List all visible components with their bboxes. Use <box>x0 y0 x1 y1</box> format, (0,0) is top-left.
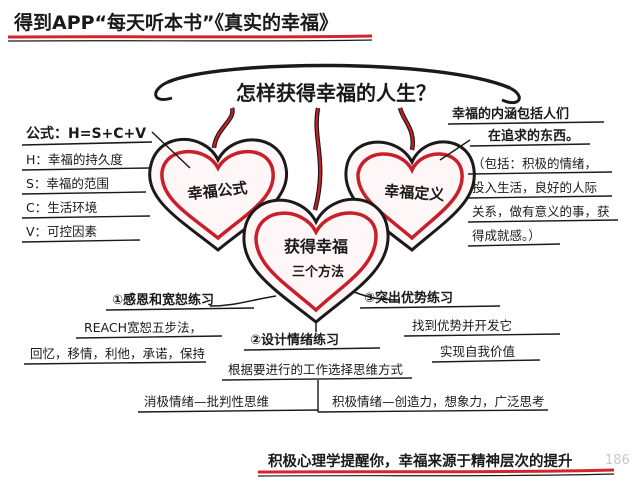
method-2-right-underline <box>317 409 549 413</box>
heart-right-label: 幸福定义 <box>384 182 445 204</box>
question-banner: 怎样获得幸福的人生？ <box>154 63 521 105</box>
conclusion: 积极心理学提醒你，幸福来源于精神层次的提升 <box>257 452 615 477</box>
formula-item-c: C：生活环境 <box>26 200 97 215</box>
formula-item-h-underline <box>21 167 151 171</box>
definition-line-6: 得成就感。） <box>472 228 541 243</box>
method-1-line-1-underline <box>75 335 223 339</box>
formula-item-v-underline <box>21 239 141 243</box>
definition-line-6-underline <box>467 243 561 247</box>
definition-line-1: 幸福的内涵包括人们 <box>452 106 569 122</box>
header: 得到APP“每天听本书”《真实的幸福》 <box>7 11 373 42</box>
definition-line-2-underline <box>469 143 591 147</box>
heart-center-label-1: 获得幸福 <box>284 237 348 256</box>
method-3-connector <box>353 291 401 301</box>
string-right-red <box>398 107 414 151</box>
central-question: 怎样获得幸福的人生？ <box>236 81 436 105</box>
method-3-line-1: 找到优势并开发它 <box>412 318 512 333</box>
method-1-title-underline <box>105 307 255 311</box>
formula-title-underline <box>21 141 153 146</box>
header-title: 得到APP“每天听本书”《真实的幸福》 <box>13 11 338 34</box>
formula-item-c-underline <box>21 215 151 219</box>
watermark: 186 <box>605 453 630 468</box>
method-2: ②设计情绪练习 根据要进行的工作选择思维方式 消极情绪—批判性思维 积极情绪—创… <box>137 320 549 413</box>
heart-strings <box>211 107 416 211</box>
definition-line-4-underline <box>467 195 613 199</box>
formula-panel: 公式：H=S+C+V H：幸福的持久度 S：幸福的范围 C：生活环境 V：可控因… <box>21 125 191 243</box>
definition-line-3: （包括：积极的情绪， <box>472 156 597 171</box>
conclusion-underline-red <box>257 468 615 474</box>
method-3-title: ③突出优势练习 <box>364 290 453 306</box>
heart-left-inner <box>160 149 275 241</box>
definition-connector <box>439 139 471 161</box>
definition-line-4: 投入生活，良好的人际 <box>472 180 597 195</box>
method-1-line-2: 回忆，移情，利他，承诺，保持 <box>30 346 205 361</box>
method-2-title: ②设计情绪练习 <box>250 332 339 348</box>
header-underline <box>7 34 373 39</box>
method-2-line-1-underline <box>221 377 413 381</box>
method-2-line-1: 根据要进行的工作选择思维方式 <box>228 362 404 377</box>
formula-item-s: S：幸福的范围 <box>26 176 109 191</box>
banner-arc <box>167 63 511 90</box>
header-underline-2 <box>7 39 373 42</box>
method-1-line-1: REACH宽恕五步法， <box>84 320 202 335</box>
method-2-right: 积极情绪—创造力，想象力，广泛思考 <box>332 394 545 409</box>
definition-line-1-underline <box>447 121 605 125</box>
formula-title: 公式：H=S+C+V <box>26 125 146 142</box>
conclusion-text: 积极心理学提醒你，幸福来源于精神层次的提升 <box>268 452 573 470</box>
method-1-line-2-underline <box>23 361 207 365</box>
conclusion-underline-black <box>257 473 615 477</box>
definition-panel: 幸福的内涵包括人们 在追求的东西。 （包括：积极的情绪， 投入生活，良好的人际 … <box>439 106 619 247</box>
heart-center-label-2: 三个方法 <box>292 264 344 280</box>
heart-center: 获得幸福 三个方法 <box>242 198 390 324</box>
banner-left-curl <box>154 80 173 101</box>
banner-right-curl <box>501 86 521 105</box>
method-2-left: 消极情绪—批判性思维 <box>144 394 269 409</box>
string-center-red <box>313 107 322 211</box>
formula-item-s-underline <box>21 191 147 195</box>
method-3-line-2: 实现自我价值 <box>440 344 515 359</box>
method-3-line-1-underline <box>403 333 561 337</box>
string-left-red <box>212 107 234 149</box>
method-3-line-2-underline <box>431 359 541 363</box>
method-1-title: ①感恩和宽恕练习 <box>112 292 214 308</box>
heart-center-inner <box>254 211 378 313</box>
heart-right-inner <box>356 152 464 241</box>
method-3: ③突出优势练习 找到优势并开发它 实现自我价值 <box>353 290 561 363</box>
method-2-title-underline <box>243 347 381 351</box>
definition-line-5-underline <box>467 219 619 223</box>
formula-item-v: V：可控因素 <box>26 224 97 239</box>
formula-item-h: H：幸福的持久度 <box>26 152 123 167</box>
method-1-connector <box>209 295 277 307</box>
method-2-left-underline <box>137 409 319 413</box>
formula-connector <box>151 131 191 169</box>
definition-line-2: 在追求的东西。 <box>488 128 579 144</box>
definition-line-5: 关系，做有意义的事，获 <box>472 204 610 219</box>
method-1: ①感恩和宽恕练习 REACH宽恕五步法， 回忆，移情，利他，承诺，保持 <box>23 292 277 365</box>
definition-line-3-underline <box>467 171 613 175</box>
method-3-title-underline <box>359 305 501 309</box>
